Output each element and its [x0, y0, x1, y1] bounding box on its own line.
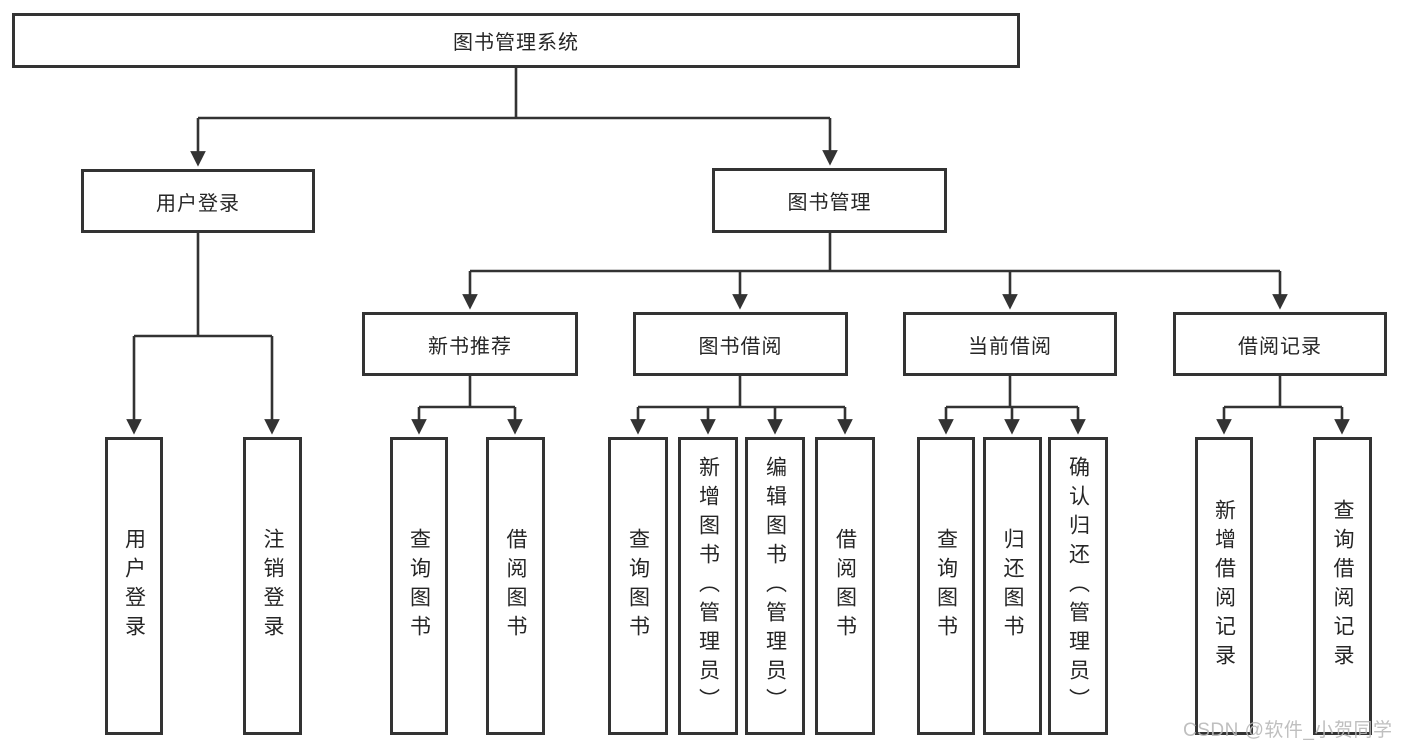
leaf-current-return-books: 归还图书 — [983, 437, 1042, 735]
connector-root-split — [198, 68, 830, 120]
connector-borrow-records-split — [1224, 376, 1342, 409]
connector-user-login-split — [134, 232, 272, 338]
csdn-watermark: CSDN @软件_小贺同学 — [1183, 720, 1393, 741]
node-library-management-system: 图书管理系统 — [12, 13, 1020, 68]
node-borrow-records: 借阅记录 — [1173, 312, 1387, 376]
leaf-current-query-books: 查询图书 — [917, 437, 975, 735]
connector-book-management-split — [470, 233, 1280, 273]
node-new-book-recommend: 新书推荐 — [362, 312, 578, 376]
leaf-records-add-borrow-record: 新增借阅记录 — [1195, 437, 1253, 735]
connector-new-book-recommend-split — [419, 376, 515, 409]
leaf-borrow-borrow-books: 借阅图书 — [815, 437, 875, 735]
leaf-records-query-borrow-record: 查询借阅记录 — [1313, 437, 1372, 735]
leaf-logout: 注销登录 — [243, 437, 302, 735]
leaf-rec-borrow-books: 借阅图书 — [486, 437, 545, 735]
leaf-borrow-edit-books-admin: 编辑图书（管理员） — [745, 437, 805, 735]
leaf-current-confirm-return-admin: 确认归还（管理员） — [1048, 437, 1108, 735]
node-book-borrow: 图书借阅 — [633, 312, 848, 376]
node-book-management: 图书管理 — [712, 168, 947, 233]
connector-book-borrow-split — [638, 376, 845, 409]
node-current-borrow: 当前借阅 — [903, 312, 1117, 376]
leaf-borrow-query-books: 查询图书 — [608, 437, 668, 735]
leaf-rec-query-books: 查询图书 — [390, 437, 448, 735]
node-user-login: 用户登录 — [81, 169, 315, 233]
connector-current-borrow-split — [946, 376, 1078, 409]
leaf-borrow-add-books-admin: 新增图书（管理员） — [678, 437, 738, 735]
leaf-user-login: 用户登录 — [105, 437, 163, 735]
